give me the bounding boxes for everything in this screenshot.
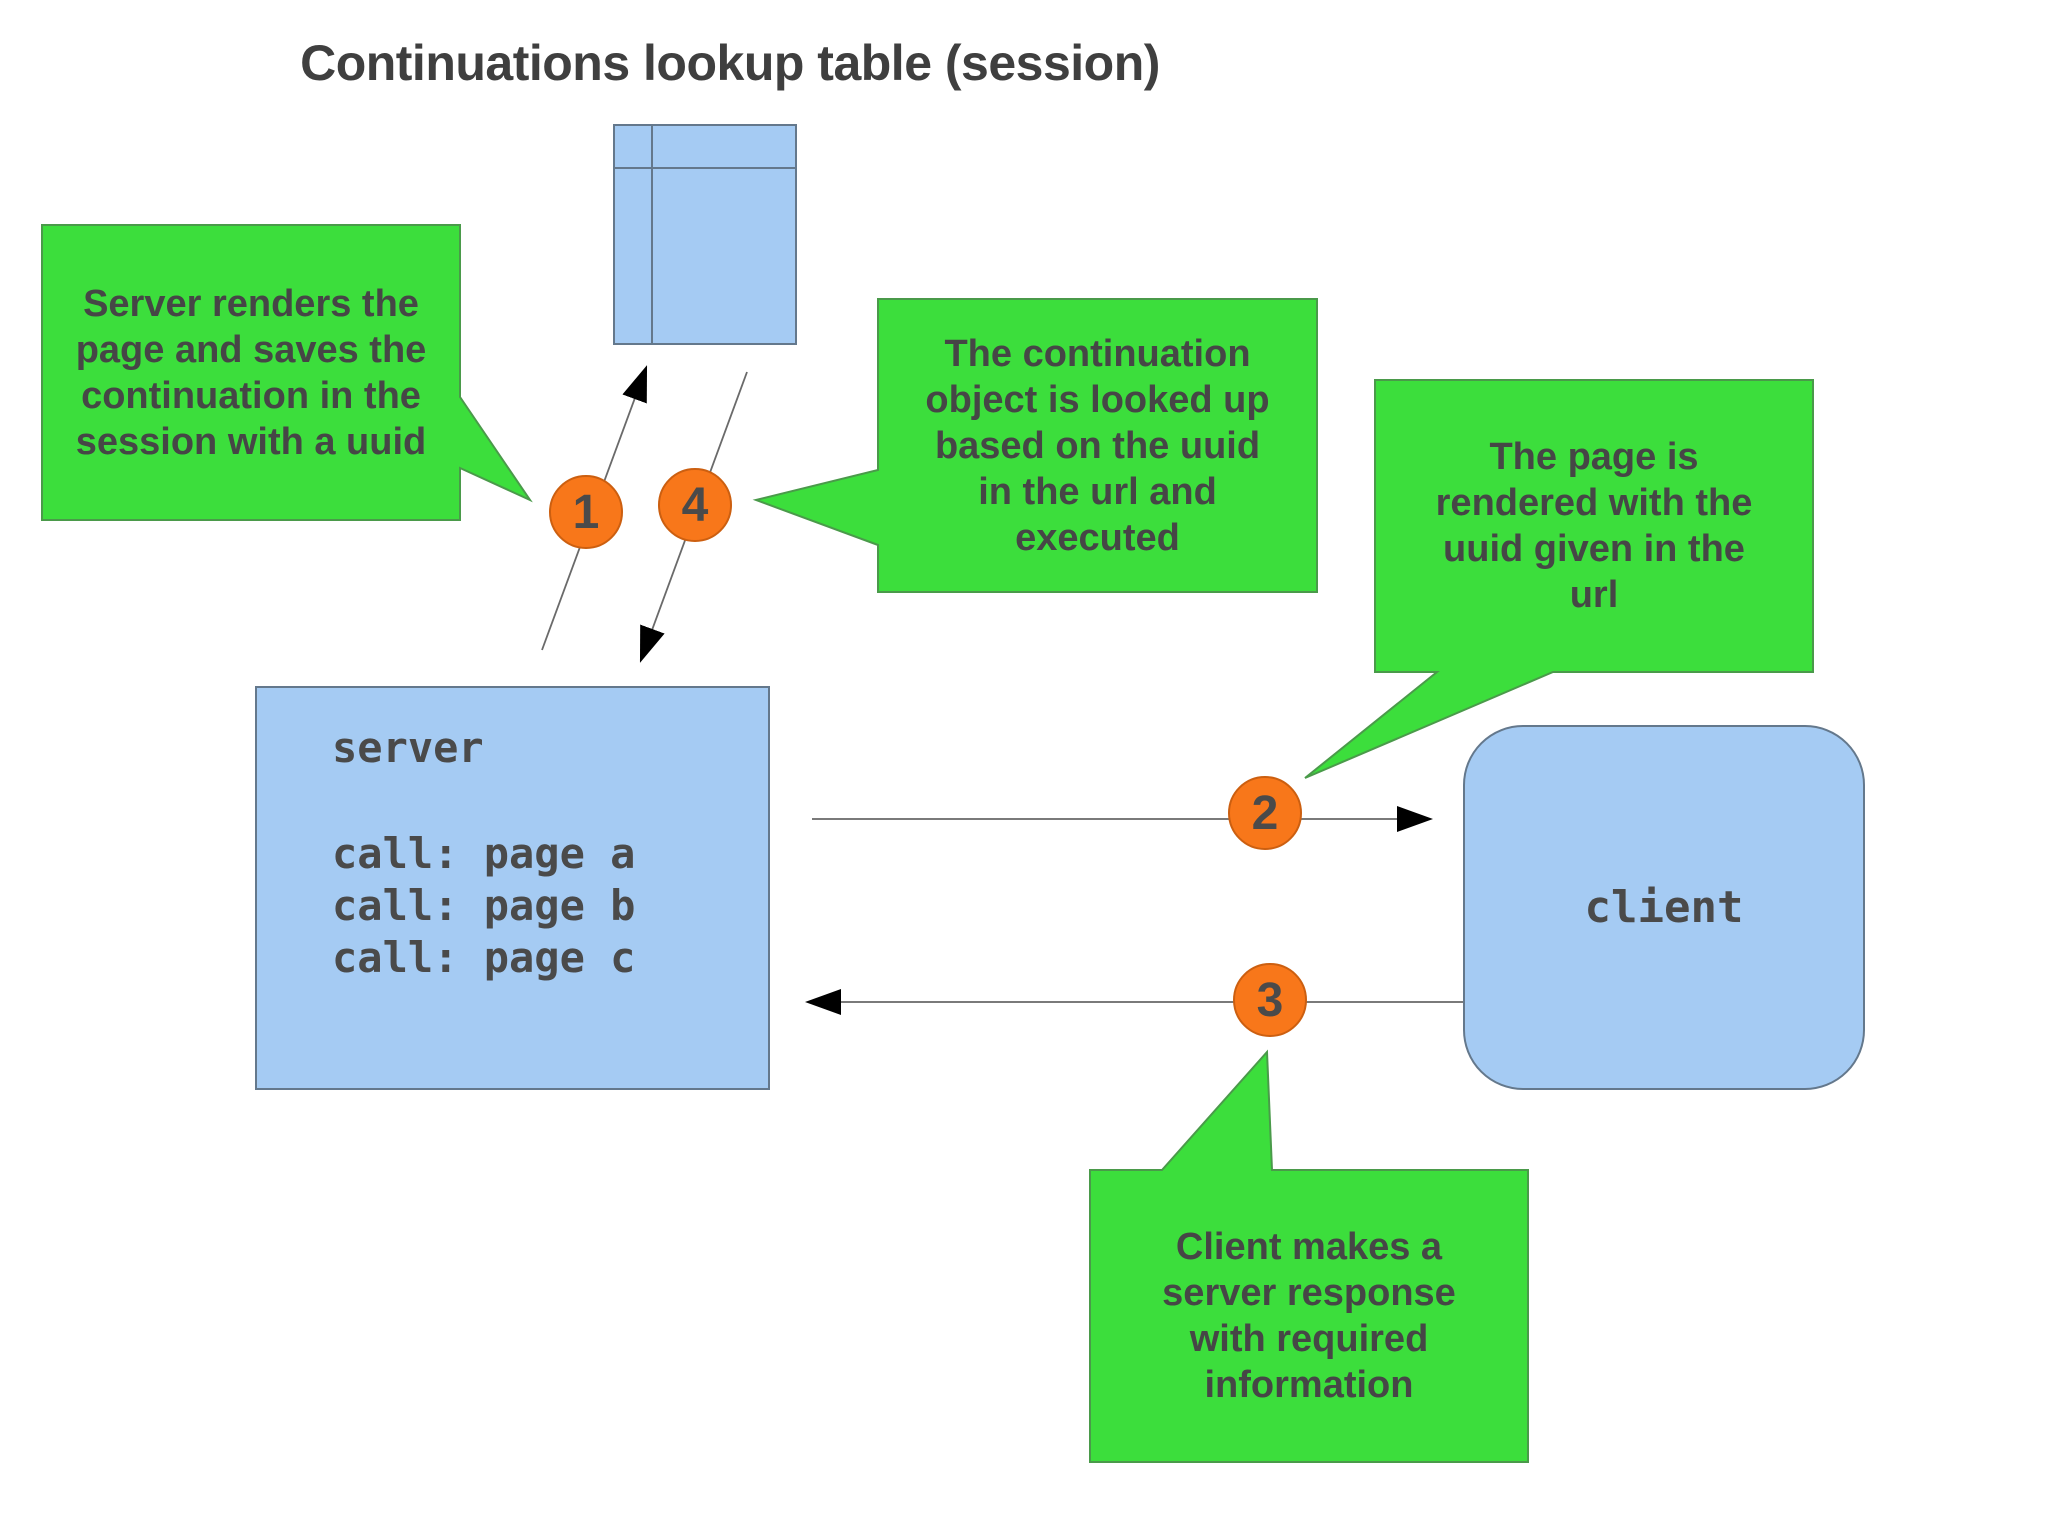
callout-step4-text-content: The continuation object is looked up bas… [925,332,1270,559]
lookup-table [613,124,797,345]
lookup-table-column-divider [651,126,653,343]
client-box: client [1463,725,1865,1090]
callout-step4-bubble [752,298,1318,593]
server-label: server [332,723,484,772]
callout-step2-text-content: The page is rendered with the uuid given… [1435,436,1753,616]
step-2-badge: 2 [1228,776,1302,850]
server-call-list: call: page a call: page b call: page c [332,829,636,982]
callout-step1-bubble [41,224,533,521]
callout-step1-text: Server renders the page and saves the co… [42,225,460,520]
step-1-badge: 1 [549,475,623,549]
callout-step2-text: The page is rendered with the uuid given… [1375,380,1813,672]
server-box: server call: page a call: page b call: p… [255,686,770,1090]
callout-step2-bubble [1304,379,1814,779]
step-3-badge: 3 [1233,963,1307,1037]
lookup-table-header-divider [615,167,795,169]
client-label: client [1584,882,1744,933]
callout-step1-text-content: Server renders the page and saves the co… [75,282,427,463]
callout-step3-text-content: Client makes a server response with requ… [1162,1226,1456,1406]
diagram-title: Continuations lookup table (session) [300,35,1160,91]
callout-step4-text: The continuation object is looked up bas… [878,299,1317,592]
callout-step3-text: Client makes a server response with requ… [1090,1170,1528,1462]
callout-step3-bubble [1089,1049,1529,1463]
step-4-badge: 4 [658,468,732,542]
